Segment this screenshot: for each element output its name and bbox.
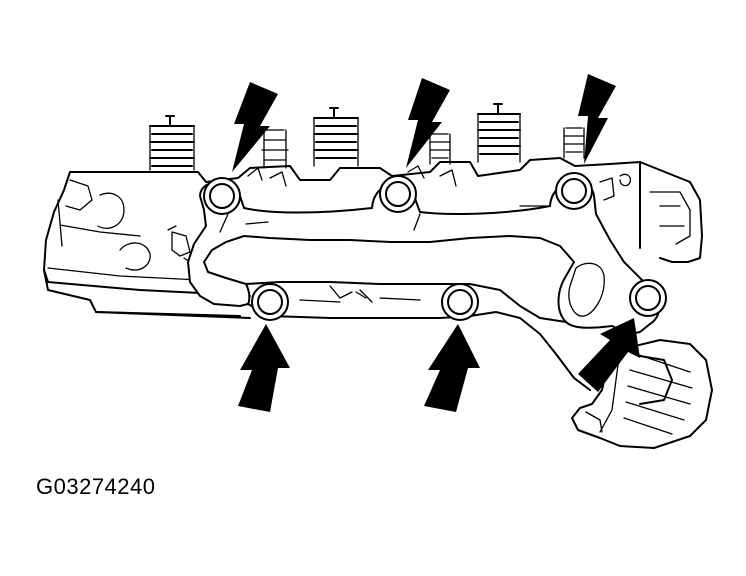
lower-bolts	[251, 279, 667, 321]
cylinder-head	[43, 157, 703, 319]
bolt	[203, 177, 241, 215]
valve-spring	[261, 129, 289, 169]
bolt	[251, 283, 289, 321]
bolt	[555, 172, 593, 210]
callout-arrows	[232, 74, 640, 412]
heat-shield	[571, 339, 713, 449]
valve-spring	[563, 127, 585, 159]
arrow	[424, 324, 480, 412]
bolt	[629, 279, 667, 317]
exhaust-manifold	[187, 180, 661, 391]
valve-spring	[429, 133, 451, 165]
arrow	[232, 82, 278, 172]
arrow	[578, 74, 616, 164]
valve-springs	[149, 103, 585, 187]
arrow	[238, 324, 290, 412]
figure-id-label: G03274240	[36, 474, 156, 499]
upper-bolts	[203, 172, 593, 215]
valve-spring	[149, 115, 195, 171]
bolt	[441, 283, 479, 321]
valve-spring	[313, 107, 359, 167]
valve-spring	[477, 103, 521, 163]
bolt	[379, 175, 417, 213]
arrow	[578, 318, 640, 392]
arrow	[406, 78, 450, 168]
